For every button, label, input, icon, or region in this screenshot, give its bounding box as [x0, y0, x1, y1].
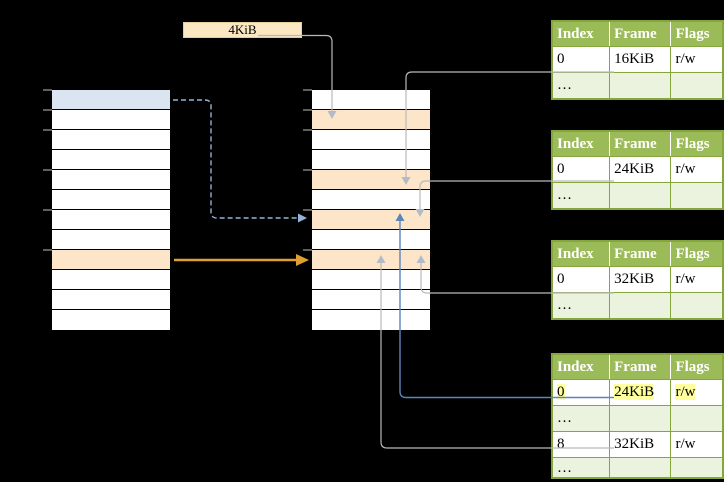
physical-memory-row-orange: [312, 250, 430, 270]
table-cell: r/w: [670, 266, 724, 293]
column-header-index: Index: [552, 131, 610, 157]
table-cell: [670, 457, 724, 479]
table-cell: [670, 405, 724, 432]
table-cell: 32KiB: [609, 266, 672, 293]
physical-memory-row-white: [312, 190, 430, 210]
table-cell: r/w: [670, 46, 724, 73]
highlighted-entry-text: r/w: [675, 384, 696, 400]
table-cell: 24KiB: [609, 156, 672, 183]
table-cell: …: [551, 72, 611, 100]
column-header-index: Index: [552, 21, 610, 47]
table-cell: [609, 182, 672, 210]
table-row: …: [551, 292, 724, 320]
physical-memory-row-orange: [312, 110, 430, 130]
arrow-virtual-page-mapping-orange: [174, 254, 309, 266]
arrow-virtual-page-translation-dashed: [173, 99, 307, 223]
column-header-flags: Flags: [670, 241, 723, 267]
virtual-memory-row-blue: [52, 90, 170, 110]
column-header-index: Index: [552, 241, 610, 267]
virtual-memory-row-white: [52, 310, 170, 330]
table-cell: …: [551, 457, 611, 479]
virtual-memory-row-orange: [52, 250, 170, 270]
physical-memory-row-orange: [312, 210, 430, 230]
table-cell: 8: [551, 431, 611, 458]
physical-memory-row-white: [312, 90, 430, 110]
table-cell: [670, 292, 724, 320]
table-row: 0 24KiB r/w: [551, 379, 724, 406]
physical-memory-row-white: [312, 290, 430, 310]
virtual-memory-row-white: [52, 210, 170, 230]
table-cell: 16KiB: [609, 46, 672, 73]
column-header-frame: Frame: [609, 354, 671, 380]
physical-memory-row-white: [312, 270, 430, 290]
highlighted-entry-text: 24KiB: [614, 384, 655, 400]
physical-memory-row-white: [312, 230, 430, 250]
table-cell: r/w: [670, 156, 724, 183]
table-cell: …: [551, 405, 611, 432]
table-cell: 0: [551, 379, 611, 406]
table-row: …: [551, 457, 724, 479]
table-row: …: [551, 182, 724, 210]
table-cell: 0: [551, 46, 611, 73]
highlighted-entry-text: 0: [557, 384, 565, 400]
column-header-frame: Frame: [609, 241, 671, 267]
table-row: …: [551, 405, 724, 432]
table-cell: [609, 457, 672, 479]
column-header-frame: Frame: [609, 21, 671, 47]
table-cell: r/w: [670, 431, 724, 458]
frame-size-label: 4KiB: [183, 22, 302, 38]
table-row: …: [551, 72, 724, 100]
column-header-frame: Frame: [609, 131, 671, 157]
virtual-memory-row-white: [52, 290, 170, 310]
virtual-memory-row-white: [52, 270, 170, 290]
table-cell: r/w: [670, 379, 724, 406]
table-cell: 24KiB: [609, 379, 672, 406]
table-cell: [609, 292, 672, 320]
table-cell: [670, 182, 724, 210]
virtual-memory-row-white: [52, 190, 170, 210]
virtual-memory-row-white: [52, 110, 170, 130]
column-header-index: Index: [552, 354, 610, 380]
column-header-flags: Flags: [670, 21, 723, 47]
virtual-memory-row-white: [52, 230, 170, 250]
physical-memory-row-orange: [312, 170, 430, 190]
table-cell: …: [551, 182, 611, 210]
virtual-memory-column: [51, 89, 171, 331]
column-header-flags: Flags: [670, 131, 723, 157]
physical-memory-row-white: [312, 150, 430, 170]
physical-memory-row-white: [312, 310, 430, 330]
physical-memory-row-white: [312, 130, 430, 150]
table-cell: [609, 72, 672, 100]
table-cell: 32KiB: [609, 431, 672, 458]
physical-memory-column: [311, 89, 431, 331]
virtual-memory-row-white: [52, 150, 170, 170]
table-cell: 0: [551, 266, 611, 293]
table-cell: 0: [551, 156, 611, 183]
virtual-memory-row-white: [52, 130, 170, 150]
column-header-flags: Flags: [670, 354, 723, 380]
virtual-memory-row-white: [52, 170, 170, 190]
table-cell: [670, 72, 724, 100]
table-cell: [609, 405, 672, 432]
table-cell: …: [551, 292, 611, 320]
